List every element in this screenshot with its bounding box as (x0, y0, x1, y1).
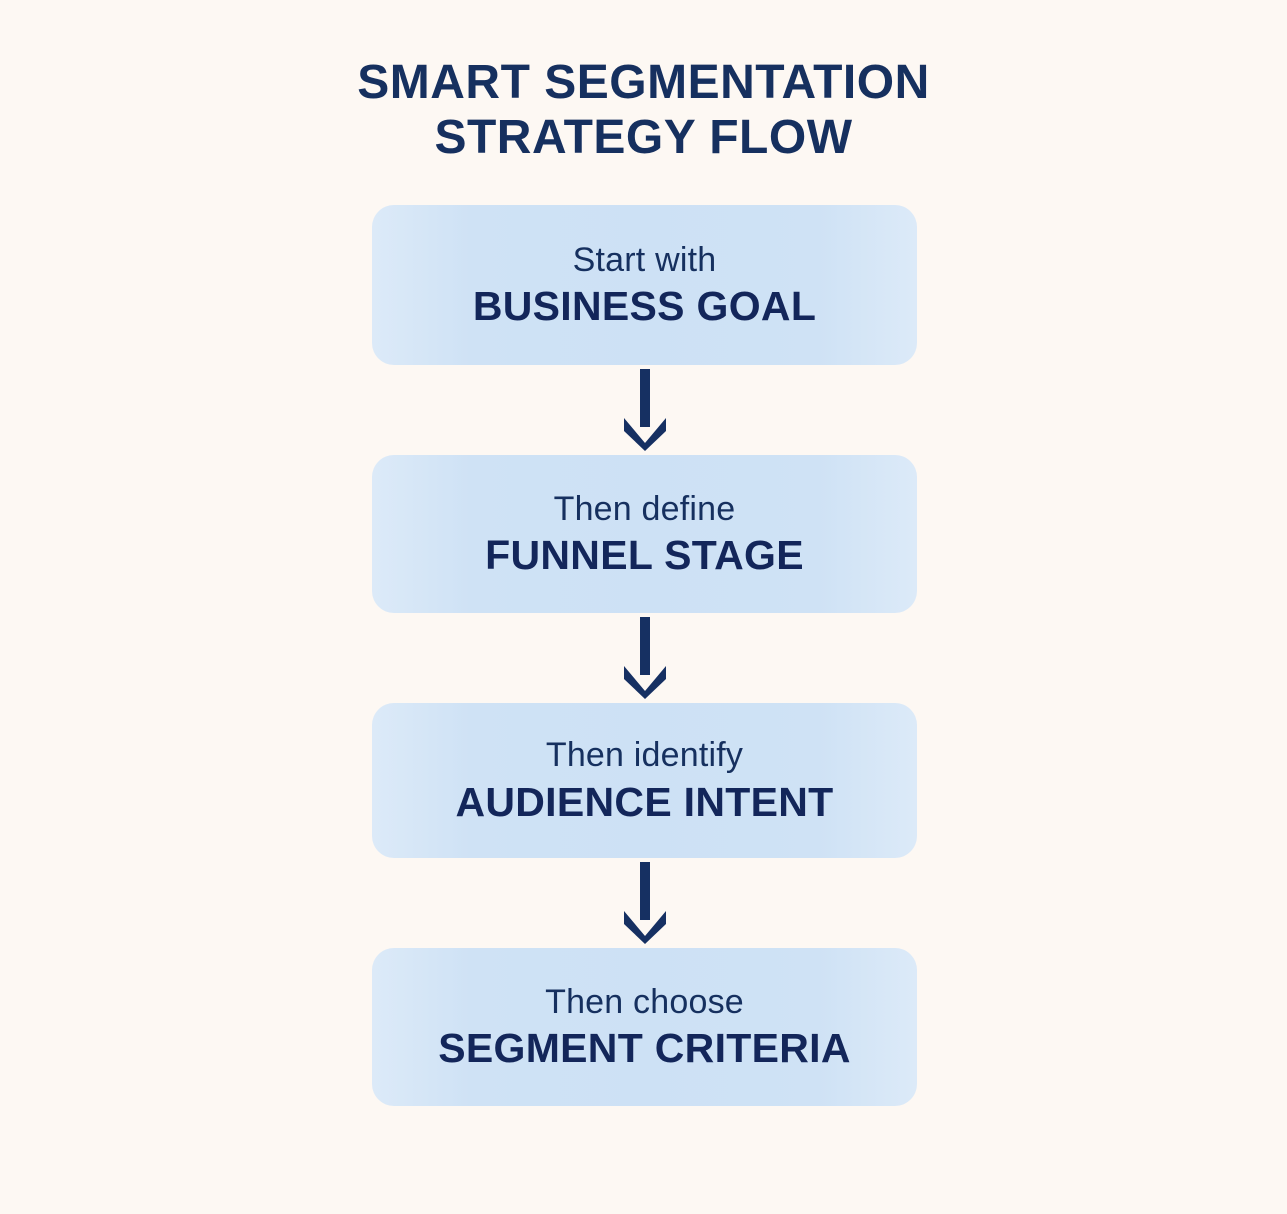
flow-step-business-goal[interactable]: Start with BUSINESS GOAL (372, 205, 917, 365)
flow-step-prefix: Then define (553, 489, 736, 528)
flow-step-funnel-stage[interactable]: Then define FUNNEL STAGE (372, 455, 917, 613)
page-title: SMART SEGMENTATION STRATEGY FLOW (0, 55, 1287, 165)
flow-step-prefix: Then identify (545, 736, 744, 775)
flow-chart: Start with BUSINESS GOAL Then define FUN… (372, 205, 917, 1106)
flow-step-prefix: Start with (572, 240, 717, 279)
page-title-line-2: STRATEGY FLOW (434, 111, 853, 165)
flow-step-title: SEGMENT CRITERIA (438, 1025, 851, 1071)
flow-connector-1 (372, 365, 917, 455)
down-arrow-icon (623, 862, 666, 944)
flow-step-segment-criteria[interactable]: Then choose SEGMENT CRITERIA (372, 948, 917, 1106)
down-arrow-icon (623, 617, 666, 699)
down-arrow-icon (623, 369, 666, 451)
page-title-line-1: SMART SEGMENTATION (357, 56, 930, 109)
flow-step-title: BUSINESS GOAL (472, 283, 817, 329)
flow-step-title: AUDIENCE INTENT (455, 778, 834, 825)
flow-step-title: FUNNEL STAGE (485, 532, 804, 578)
flow-step-audience-intent[interactable]: Then identify AUDIENCE INTENT (372, 703, 917, 858)
flow-connector-2 (372, 613, 917, 703)
flow-connector-3 (372, 858, 917, 948)
flow-step-prefix: Then choose (545, 982, 744, 1021)
